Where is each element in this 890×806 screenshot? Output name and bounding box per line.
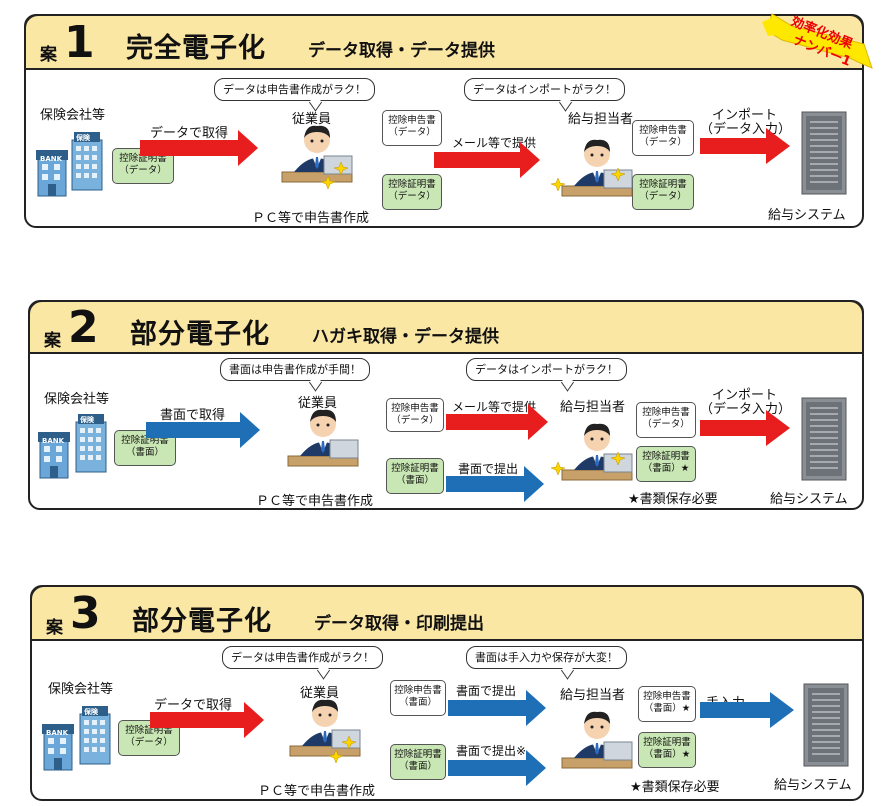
section-2-number: 2 <box>68 302 99 353</box>
s3-arrow1-label: データで取得 <box>154 698 233 713</box>
s3-admin-label: 給与担当者 <box>560 688 626 703</box>
s3-bubble-admin: 書面は手入力や保存が大変！ <box>466 646 627 669</box>
s1-arrow1-label: データで取得 <box>150 126 229 141</box>
s3-insurer-label: 保険会社等 <box>48 682 114 697</box>
s1-pc-label: ＰＣ等で申告書作成 <box>252 211 370 226</box>
s2-bank-text: BANK <box>42 437 65 445</box>
s3-admin-icon <box>561 711 633 769</box>
section-3-subtitle: データ取得・印刷提出 <box>314 614 484 634</box>
s2-arrow3-label: 書面で提出 <box>458 462 519 476</box>
s3-arrow1 <box>150 702 264 738</box>
s3-doc-decl-left: 控除申告書（書面） <box>390 680 446 716</box>
s1-system-label: 給与システム <box>768 208 846 223</box>
section-1-title: 完全電子化 <box>126 33 266 64</box>
s3-server-icon <box>803 683 849 767</box>
s1-arrow1 <box>140 130 258 166</box>
efficiency-badge: 効率化効果 ナンバー1 <box>762 12 874 70</box>
s2-doc-decl-left: 控除申告書（データ） <box>386 398 444 432</box>
s1-arrow2 <box>434 142 540 178</box>
s1-bubble-admin: データはインポートがラク！ <box>464 78 625 101</box>
section-2-subtitle: ハガキ取得・データ提供 <box>312 327 499 347</box>
section-3-title: 部分電子化 <box>132 606 272 637</box>
s1-bank-text: BANK <box>40 155 63 163</box>
s2-storage-note: ★書類保存必要 <box>628 492 718 507</box>
s2-admin-label: 給与担当者 <box>560 400 626 415</box>
s3-pc-label: ＰＣ等で申告書作成 <box>258 784 376 799</box>
section-3-number: 3 <box>70 588 101 639</box>
section-2-an: 案 <box>44 331 61 351</box>
s3-bank-text: BANK <box>46 729 69 737</box>
s2-doc-cert-right: 控除証明書（書面）★ <box>636 446 696 482</box>
section-2-title: 部分電子化 <box>130 319 270 350</box>
section-3-header: 案 3 部分電子化 データ取得・印刷提出 <box>30 585 864 641</box>
s1-arrow2-label: メール等で提供 <box>452 136 537 150</box>
s3-storage-note: ★書類保存必要 <box>630 780 720 795</box>
s3-system-label: 給与システム <box>774 778 852 793</box>
s1-doc-decl-right: 控除申告書（データ） <box>632 120 694 156</box>
s3-doc-decl-right: 控除申告書（書面）★ <box>638 686 696 722</box>
s3-arrow3-label: 書面で提出※ <box>456 744 527 758</box>
section-1-number: 1 <box>64 17 95 68</box>
s1-doc-cert-left: 控除証明書（データ） <box>382 174 442 210</box>
s2-employee-icon <box>287 409 359 467</box>
s1-bubble-employee: データは申告書作成がラク！ <box>214 78 375 101</box>
s3-bubble-employee: データは申告書作成がラク！ <box>222 646 383 669</box>
s2-server-icon <box>801 397 847 481</box>
s2-import-label1: インポート <box>712 388 778 403</box>
s1-admin-label: 給与担当者 <box>568 112 634 127</box>
s1-import-label1: インポート <box>712 108 778 123</box>
s2-doc-cert-left: 控除証明書（書面） <box>386 458 444 494</box>
s2-employee-label: 従業員 <box>298 396 338 411</box>
s2-arrow2-label: メール等で提供 <box>452 400 537 414</box>
s3-doc-cert-right: 控除証明書（書面）★ <box>638 732 696 768</box>
s2-pc-label: ＰＣ等で申告書作成 <box>256 494 374 509</box>
s2-bubble-admin: データはインポートがラク！ <box>466 358 627 381</box>
s1-doc-cert-right: 控除証明書（データ） <box>632 174 694 210</box>
s3-arrow3 <box>448 750 546 786</box>
s2-system-label: 給与システム <box>770 492 848 507</box>
s2-arrow1-label: 書面で取得 <box>160 408 226 423</box>
s2-doc-decl-right: 控除申告書（データ） <box>636 402 696 438</box>
s3-arrow2 <box>448 690 546 726</box>
s1-insurer-label: 保険会社等 <box>40 108 106 123</box>
s1-ins-text: 保険 <box>75 133 91 142</box>
section-2-header: 案 2 部分電子化 ハガキ取得・データ提供 <box>28 300 864 354</box>
s3-arrow4 <box>700 692 794 728</box>
s1-server-icon <box>801 111 847 195</box>
s2-insurer-label: 保険会社等 <box>44 392 110 407</box>
s2-ins-text: 保険 <box>79 415 95 424</box>
s1-arrow3 <box>700 128 790 164</box>
section-1-header: 案 1 完全電子化 データ取得・データ提供 <box>24 14 864 70</box>
section-1-subtitle: データ取得・データ提供 <box>308 41 495 61</box>
s2-admin-icon <box>561 423 633 481</box>
s1-doc-decl-left: 控除申告書（データ） <box>382 110 442 146</box>
s3-ins-text: 保険 <box>83 707 99 716</box>
s1-employee-label: 従業員 <box>292 112 332 127</box>
s1-admin-icon <box>561 139 633 197</box>
s2-arrow3 <box>446 466 544 502</box>
s3-employee-label: 従業員 <box>300 686 340 701</box>
section-1-an: 案 <box>40 45 57 65</box>
s2-arrow2 <box>446 404 548 440</box>
s2-arrow4 <box>700 410 790 446</box>
s2-bubble-employee: 書面は申告書作成が手間！ <box>220 358 370 381</box>
section-3-an: 案 <box>46 618 63 638</box>
s3-arrow2-label: 書面で提出 <box>456 684 517 698</box>
s3-doc-cert-left: 控除証明書（書面） <box>390 744 446 780</box>
s2-arrow1 <box>146 412 260 448</box>
